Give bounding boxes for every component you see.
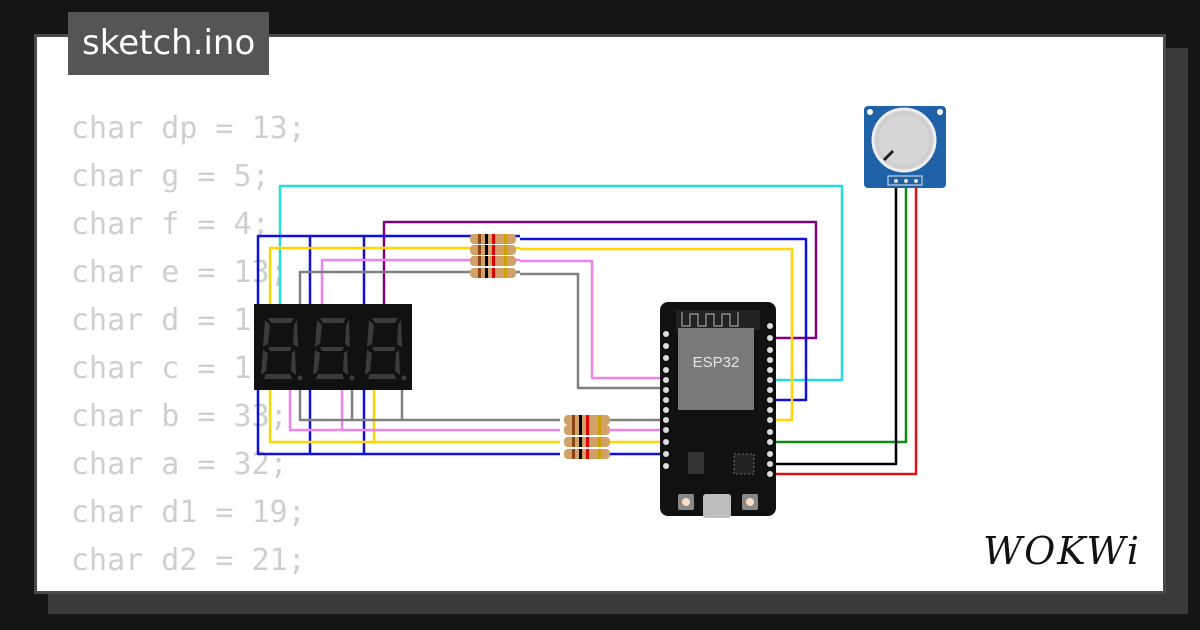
resistor [564,449,610,459]
seven-segment-display [254,304,308,390]
wire-gray [298,388,664,422]
code-line: char d = 1 [71,303,252,338]
resistor [564,425,610,435]
wire-blue [256,388,664,456]
wires [256,184,918,476]
code-line: char d1 = 19; [71,495,306,530]
resistor [470,256,516,266]
resistor [470,268,516,278]
wire-purple [382,220,818,340]
wire-yellow [268,388,664,444]
code-line: char g = 5; [71,159,270,194]
wokwi-logo-text: WOKWi [983,529,1141,573]
resistor [470,234,516,244]
esp32-board: ESP32 [660,302,776,518]
wire-blue [256,234,808,402]
code-line: char c = 1 [71,351,252,386]
seven-segment-display [358,304,412,390]
wire-cyan [278,184,844,382]
wire-red [770,186,918,476]
code-line: char a = 32; [71,447,288,482]
wokwi-logo: WOKWi [983,529,1141,573]
resistors-top [470,234,516,278]
wire-gray [298,270,664,390]
esp32-label: ESP32 [693,354,740,371]
filename-tab[interactable]: sketch.ino [68,12,270,75]
wire-black [770,186,898,466]
preview-card: char dp = 13; char g = 5; char f = 4; ch… [34,34,1166,594]
wire-pink [320,258,664,380]
seven-segment-displays [254,304,412,390]
seven-segment-display [306,304,360,390]
wire-pink [288,388,664,432]
resistor [470,245,516,255]
potentiometer [864,106,946,188]
resistors-bottom [564,415,610,459]
wire-yellow [268,246,794,422]
code-background: char dp = 13; char g = 5; char f = 4; ch… [71,105,306,591]
code-line: char dp = 13; [71,111,306,146]
code-line: char b = 33; [71,399,288,434]
code-line: char e = 13; [71,255,288,290]
wire-green [770,186,908,444]
wire-gray [350,388,404,420]
resistor [564,437,610,447]
code-line: char d2 = 21; [71,543,306,578]
resistor [564,415,610,425]
